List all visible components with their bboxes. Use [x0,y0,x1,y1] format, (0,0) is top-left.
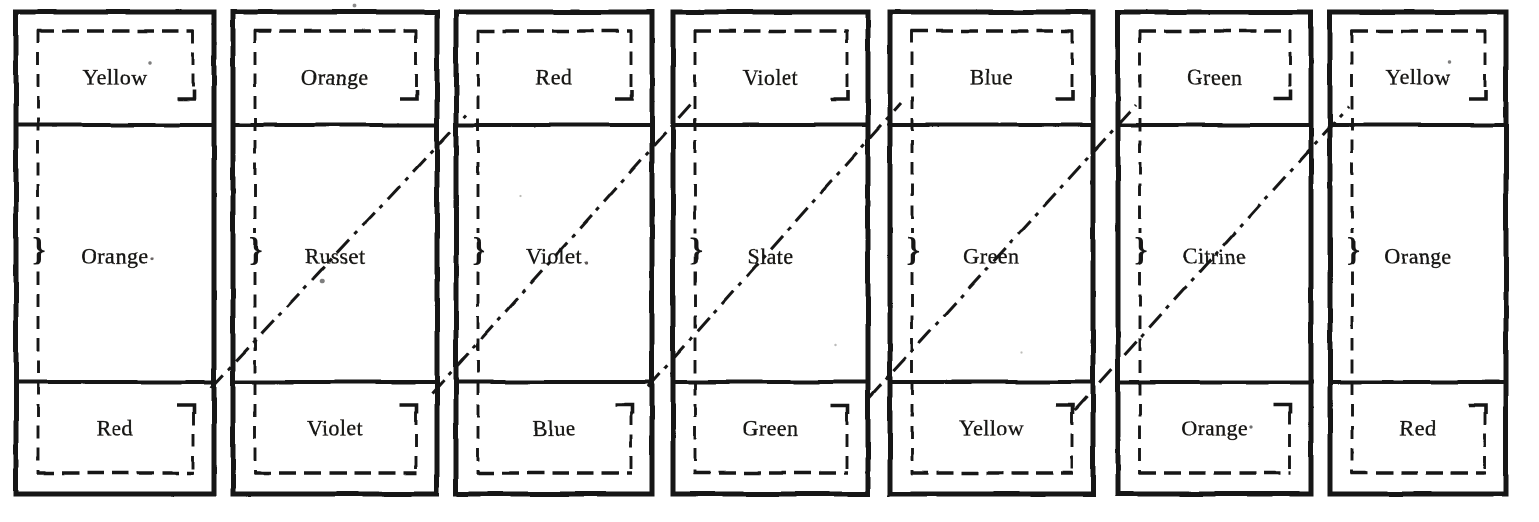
ink-speck [834,343,838,347]
brace-backdrop [904,233,921,267]
brace-mark: } [249,232,262,269]
ink-speck [1249,425,1253,429]
brace-mark: } [472,232,485,269]
panel-1-top-label: Yellow [83,65,148,90]
brace-backdrop [470,233,487,267]
panel-4-bottom-label: Green [743,416,799,441]
diagonal-connector-5 [1073,104,1351,412]
panel-1-middle-label: Orange [81,244,148,269]
panel-border [887,9,1096,497]
ink-speck [319,278,325,284]
bottom-compartment-corner-bracket [1469,403,1488,414]
panel-2-bottom-label: Violet [307,416,363,441]
panel-3-middle-label: Violet [526,244,582,269]
panel-2-top-label: Orange [301,65,368,90]
diagonal-connector-4 [867,103,1138,400]
bottom-compartment-corner-bracket [1056,403,1075,414]
ink-speck [1020,350,1024,354]
top-compartment-corner-bracket [1056,90,1075,101]
brace-mark: } [32,232,45,269]
diagonal-connector-1 [209,113,468,390]
panel-7-middle-label: Orange [1384,244,1451,269]
top-compartment-corner-bracket [831,90,850,101]
panel-3-top-label: Red [536,65,573,90]
panel-5-bottom-label: Yellow [959,416,1024,441]
brace-backdrop [247,233,264,267]
top-compartment-corner-bracket [400,90,419,101]
bottom-compartment-corner-bracket [1274,403,1293,414]
brace-backdrop [30,233,47,267]
ink-speck [1447,60,1451,64]
panel-border [13,9,217,497]
brace-mark: } [906,232,919,269]
panel-border [453,9,655,497]
panel-6-top-label: Green [1187,65,1243,90]
panel-border [670,9,871,497]
ink-speck [150,257,154,261]
top-compartment-corner-bracket [1469,90,1488,101]
bottom-compartment-corner-bracket [831,403,850,414]
panel-5-top-label: Blue [970,65,1013,90]
panel-border [1327,9,1509,497]
panel-7-top-label: Yellow [1386,65,1451,90]
panel-border [1115,9,1314,497]
diagonal-connector-3 [646,102,903,388]
brace-mark: } [1346,232,1359,269]
top-compartment-corner-bracket [1274,90,1293,101]
panel-border [230,9,440,497]
ink-speck [518,194,522,198]
brace-backdrop [1132,233,1149,267]
diagonal-connector-2 [430,103,693,395]
panel-5-middle-label: Green [964,244,1020,269]
panel-6-bottom-label: Orange [1181,416,1248,441]
brace-mark: } [689,232,702,269]
ink-speck [353,4,357,8]
brace-mark: } [1134,232,1147,269]
ink-layer: }YellowOrangeRed}OrangeRussetViolet}RedV… [13,4,1509,497]
ink-speck [584,261,588,265]
brace-backdrop [687,233,704,267]
ink-speck [148,61,152,65]
ink-speck [698,8,702,12]
panel-4-top-label: Violet [742,65,798,90]
top-compartment-corner-bracket [615,90,634,101]
top-compartment-corner-bracket [177,90,196,101]
bottom-compartment-corner-bracket [615,403,634,414]
panel-6-middle-label: Citrine [1183,244,1247,269]
brace-backdrop [1344,233,1361,267]
panel-1-bottom-label: Red [97,416,134,441]
panel-7-bottom-label: Red [1400,416,1437,441]
panel-2-middle-label: Russet [304,244,365,269]
bottom-compartment-corner-bracket [177,403,196,414]
panel-3-bottom-label: Blue [532,416,575,441]
bottom-compartment-corner-bracket [400,403,419,414]
